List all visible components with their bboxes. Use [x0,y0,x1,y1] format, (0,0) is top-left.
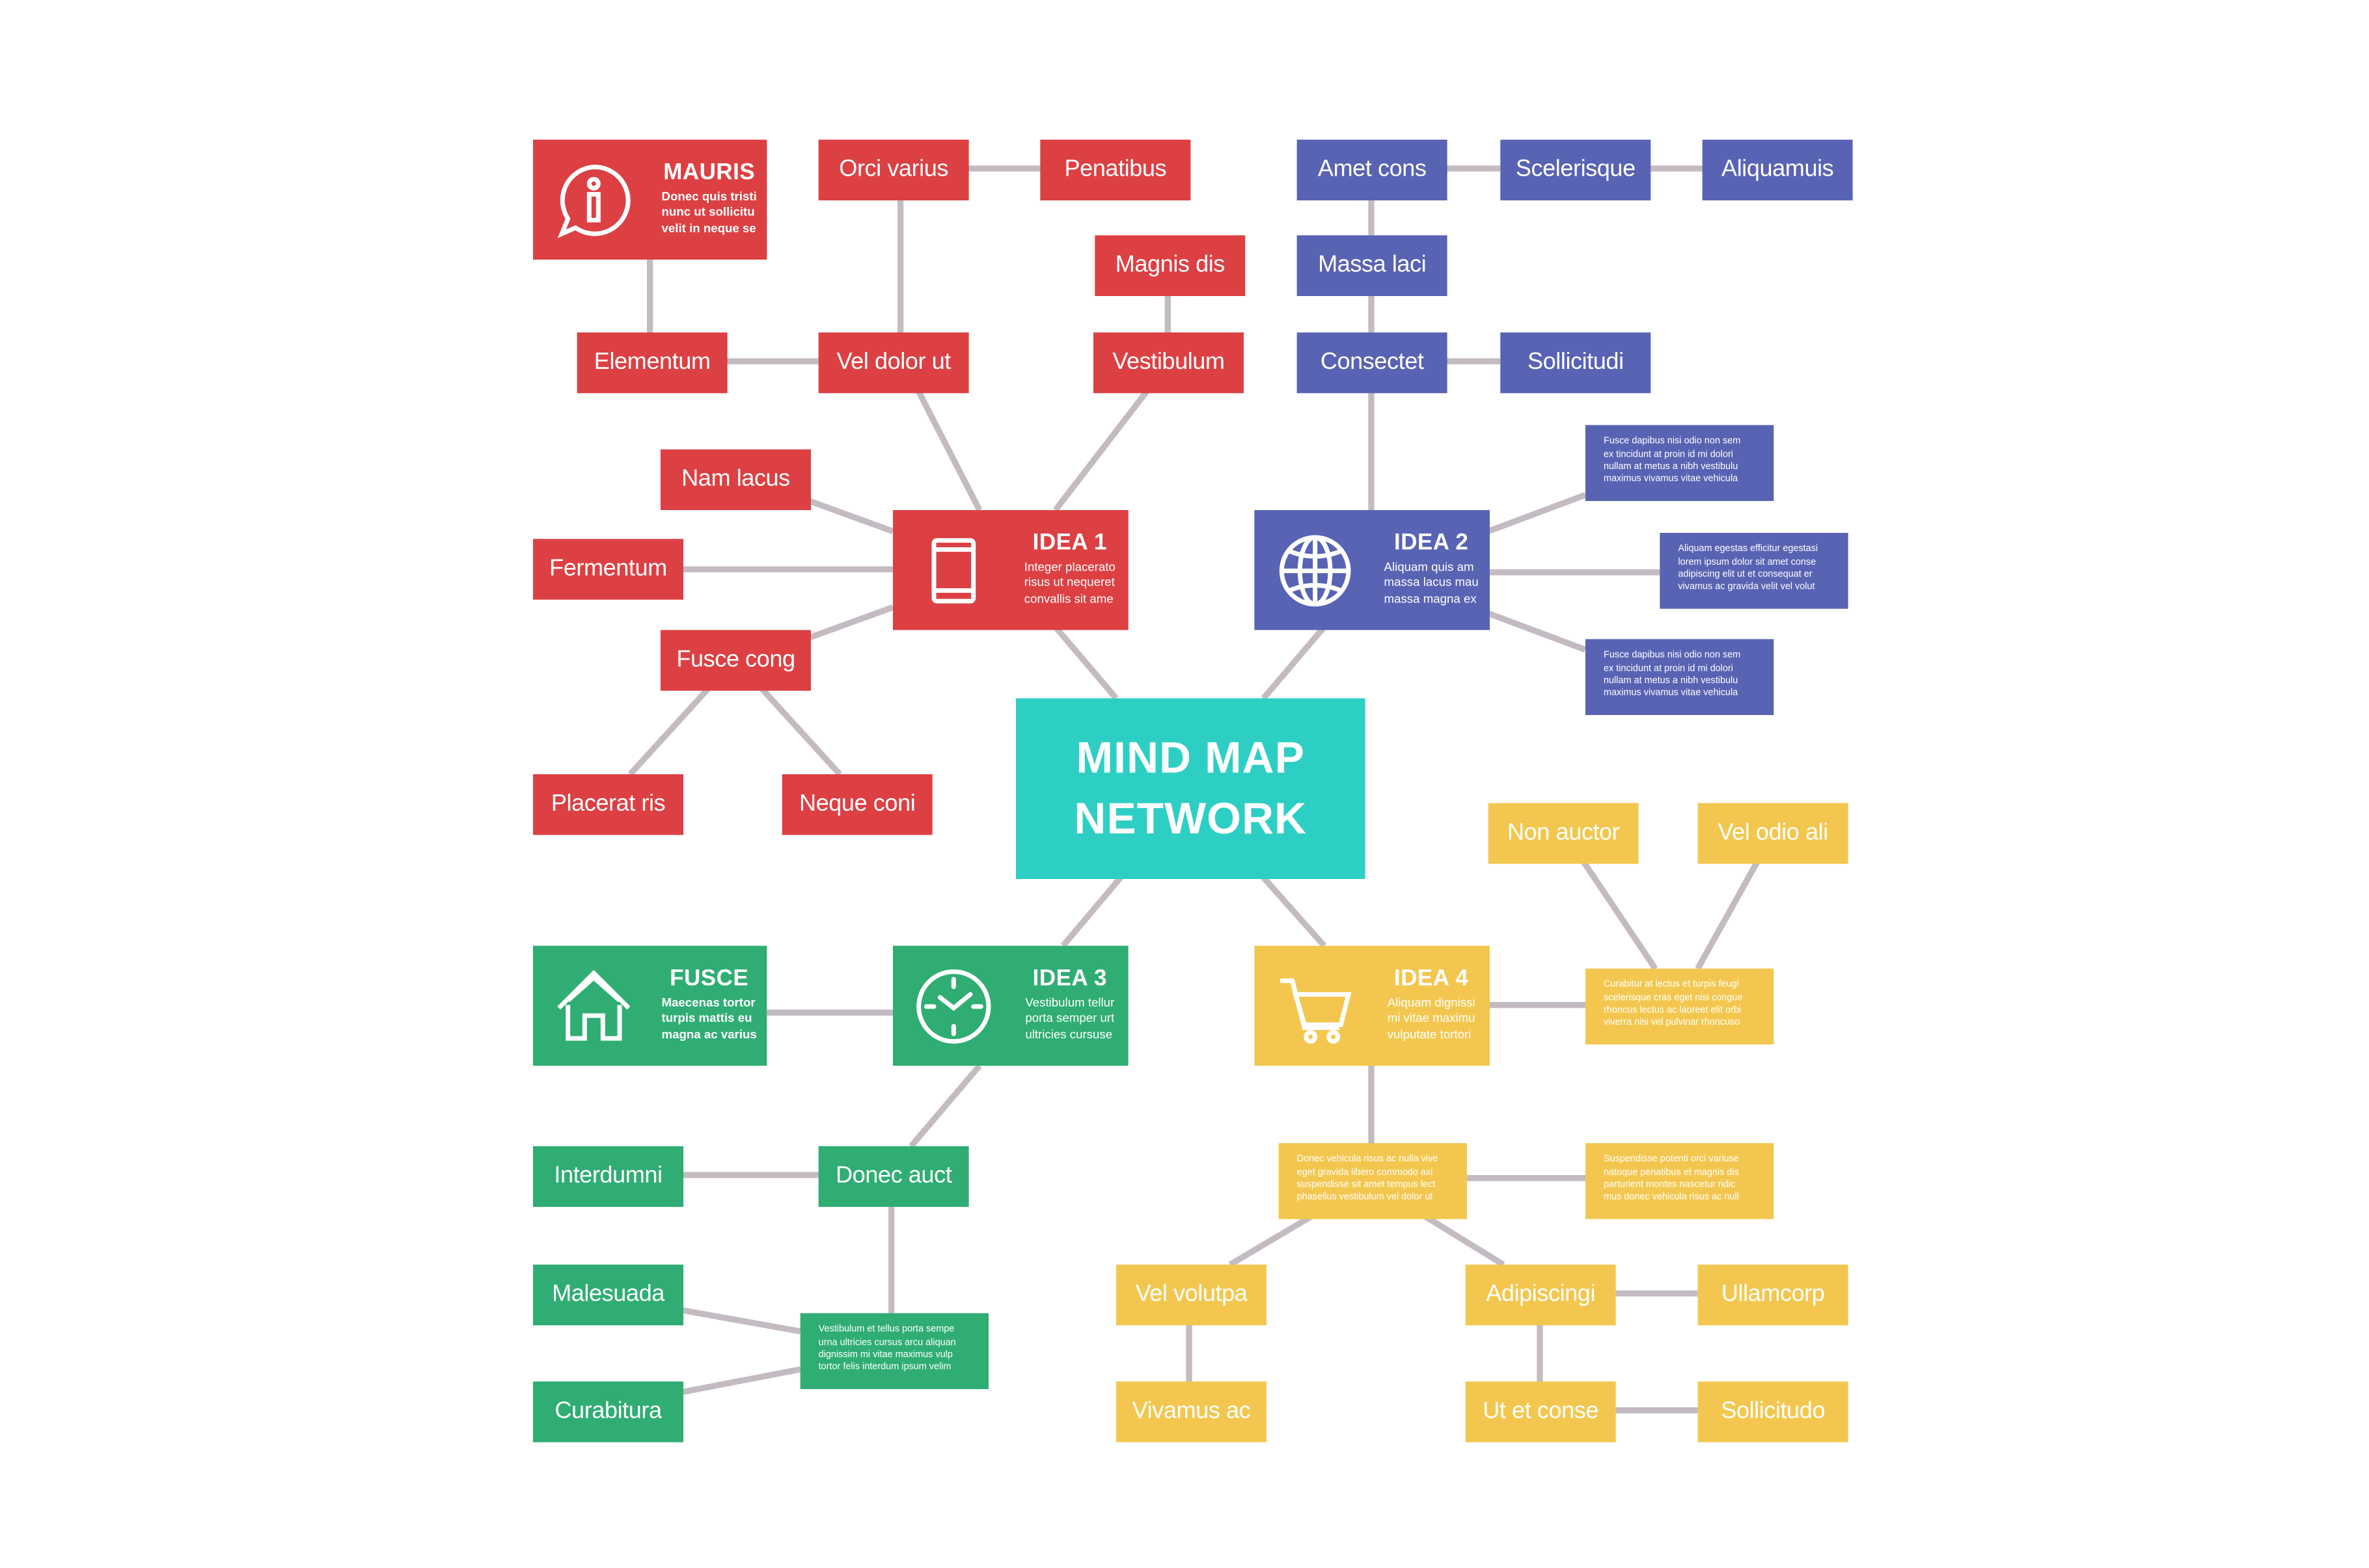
node-sollicitudi[interactable]: Sollicitudi [1500,332,1651,394]
node-scelerisque[interactable]: Scelerisque [1500,139,1651,200]
central-topic-node[interactable]: MIND MAP NETWORK [1015,698,1365,879]
idea-3-title: IDEA 3 [1032,965,1107,992]
central-topic-line1: MIND MAP [1076,734,1306,783]
clock-icon [911,963,996,1048]
node-fusce-cong[interactable]: Fusce cong [660,630,811,691]
node-consectet[interactable]: Consectet [1296,332,1447,394]
node-sollicitudo[interactable]: Sollicitudo [1697,1381,1848,1442]
node-non-auctor[interactable]: Non auctor [1488,803,1639,864]
idea-1-title: IDEA 1 [1032,530,1107,556]
smartphone-icon [911,528,996,613]
node-vestibulum[interactable]: Vestibulum [1093,332,1244,394]
node-vel-dolor-ut[interactable]: Vel dolor ut [818,332,969,394]
node-orci-varius[interactable]: Orci varius [818,139,969,200]
node-massa-laci[interactable]: Massa laci [1296,235,1447,296]
node-magnis-dis[interactable]: Magnis dis [1095,235,1246,296]
node-malesuada[interactable]: Malesuada [532,1264,683,1325]
node-amet-cons[interactable]: Amet cons [1296,139,1447,200]
node-ut-et-conse[interactable]: Ut et conse [1465,1381,1616,1442]
central-topic-line2: NETWORK [1074,794,1308,844]
node-donec-auct[interactable]: Donec auct [818,1146,969,1207]
node-fermentum[interactable]: Fermentum [532,539,683,600]
mauris-title: MAURIS [663,159,756,185]
node-elementum[interactable]: Elementum [577,332,728,394]
node-interdumni[interactable]: Interdumni [532,1146,683,1207]
node-ullamcorp[interactable]: Ullamcorp [1697,1264,1848,1325]
idea-4-title: IDEA 4 [1393,965,1469,992]
idea-2-title: IDEA 2 [1393,530,1469,556]
fusce-title: FUSCE [670,965,749,992]
node-aliquamuis[interactable]: Aliquamuis [1702,139,1853,200]
globe-icon [1272,528,1358,613]
node-vivamus-ac[interactable]: Vivamus ac [1116,1381,1267,1442]
node-adipiscingi[interactable]: Adipiscingi [1465,1264,1616,1325]
house-icon [551,963,637,1048]
shopping-cart-icon [1272,963,1358,1048]
node-vel-odio-ali[interactable]: Vel odio ali [1697,803,1848,864]
node-vel-volutpa[interactable]: Vel volutpa [1116,1264,1267,1325]
node-nam-lacus[interactable]: Nam lacus [660,449,811,510]
info-speech-bubble-icon [551,157,637,242]
node-placerat-ris[interactable]: Placerat ris [532,774,683,835]
node-curabitura[interactable]: Curabitura [532,1381,683,1442]
node-neque-coni[interactable]: Neque coni [782,774,933,835]
node-penatibus[interactable]: Penatibus [1040,139,1191,200]
